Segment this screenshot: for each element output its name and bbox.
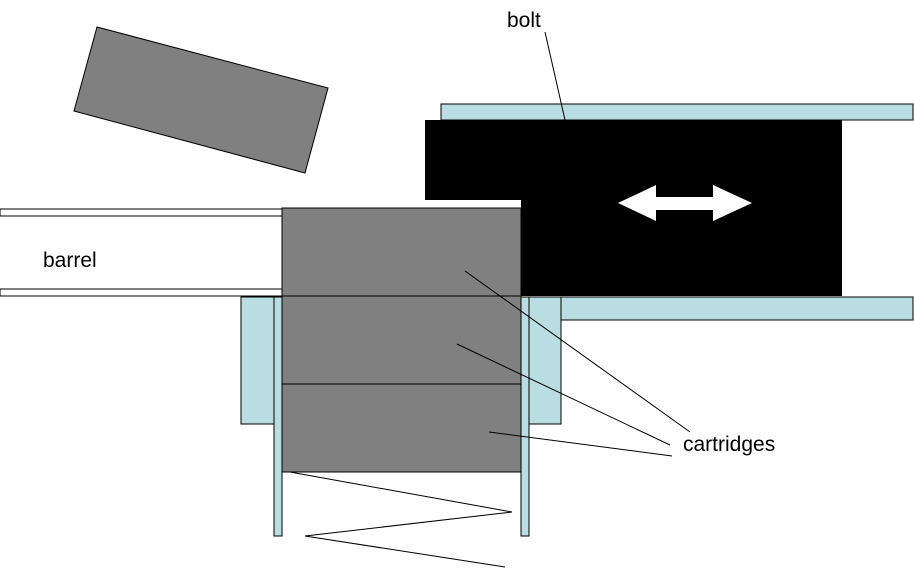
ejected-cartridge — [73, 26, 329, 174]
barrel-wall-top — [0, 208, 283, 217]
magazine-wall-left-outer — [240, 296, 275, 425]
cartridges-leader-line-1 — [464, 270, 691, 433]
cartridge-middle — [281, 295, 522, 385]
barrel-label: barrel — [43, 249, 97, 272]
bolt-label: bolt — [507, 9, 541, 32]
cartridges-label: cartridges — [683, 433, 775, 456]
bolt-guide-top — [440, 103, 914, 121]
magazine-wall-right — [520, 296, 530, 537]
cartridge-bottom — [281, 383, 522, 473]
bolt-leader-line — [544, 31, 566, 121]
magazine-wall-right-outer — [528, 296, 562, 425]
double-headed-arrow-icon — [618, 185, 752, 221]
magazine-spring — [289, 471, 513, 568]
magazine-wall-left — [273, 296, 283, 537]
barrel-wall-bottom — [0, 288, 283, 297]
cartridges-leader-line-2 — [456, 343, 671, 446]
cartridges-leader-line-3 — [488, 431, 673, 457]
cartridge-chambered — [281, 207, 522, 297]
bolt-guide-bottom — [521, 296, 914, 321]
